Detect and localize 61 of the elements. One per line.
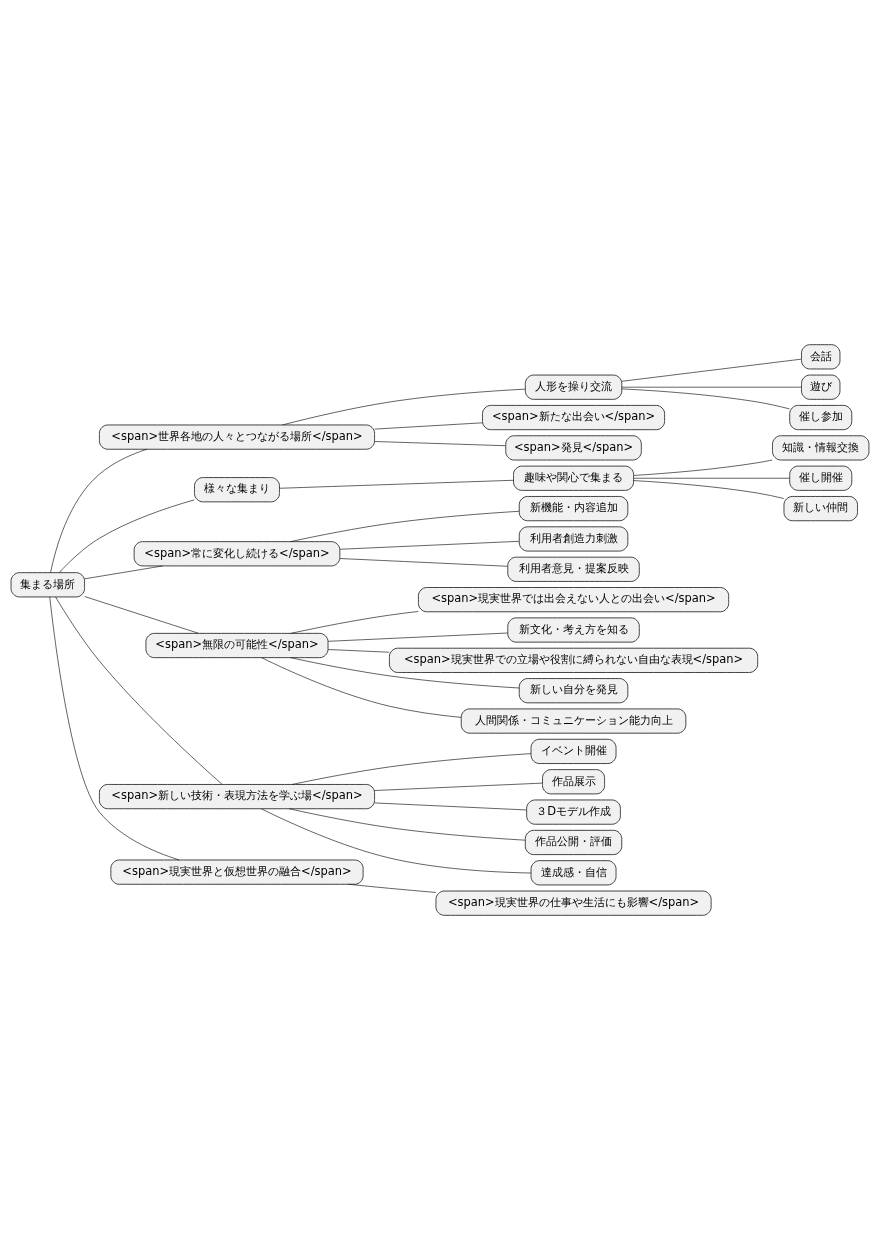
node-box: 催し開催 xyxy=(789,465,853,491)
connector xyxy=(633,459,773,476)
node-box: 新文化・考え方を知る xyxy=(507,616,640,643)
node-box: 達成感・自信 xyxy=(530,859,617,885)
connector xyxy=(55,596,223,785)
node-box: <span>現実世界の仕事や生活にも影響</span> xyxy=(435,890,712,916)
node-box: ３Dモデル作成 xyxy=(526,799,621,825)
connector xyxy=(261,808,532,873)
node-box: 知識・情報交換 xyxy=(772,434,870,460)
connector xyxy=(339,557,509,567)
connector xyxy=(374,802,527,810)
connector xyxy=(339,540,520,550)
connector xyxy=(58,499,195,573)
connector xyxy=(374,782,543,791)
connector xyxy=(84,565,163,579)
connector xyxy=(348,883,437,893)
connector xyxy=(291,752,532,785)
connector xyxy=(374,440,506,446)
connector xyxy=(261,656,462,718)
connector xyxy=(621,388,790,409)
connector xyxy=(50,448,148,573)
connector xyxy=(633,477,790,479)
connector xyxy=(290,510,520,542)
node-box: 人間関係・コミュニケーション能力向上 xyxy=(460,708,687,734)
node-box: 人形を操り交流 xyxy=(524,374,623,400)
node-box: 新しい自分を発見 xyxy=(518,677,629,703)
connector xyxy=(49,596,180,860)
node-box: <span>発見</span> xyxy=(505,434,642,460)
connector xyxy=(290,656,520,688)
connector xyxy=(327,632,509,642)
node-box: 利用者創造力刺激 xyxy=(518,525,629,551)
node-box: 様々な集まり xyxy=(194,476,280,502)
node-box: 作品展示 xyxy=(542,768,605,794)
node-box: 新機能・内容追加 xyxy=(518,495,629,521)
connector xyxy=(633,479,784,499)
node-box: 作品公開・評価 xyxy=(524,829,623,855)
node-box: 会話 xyxy=(801,343,841,369)
node-box: 新しい仲間 xyxy=(783,495,858,521)
node-box: 遊び xyxy=(801,374,841,400)
connector xyxy=(288,807,526,841)
connector xyxy=(327,648,390,653)
node-box: <span>常に変化し続ける</span> xyxy=(133,540,341,566)
node-box: 催し参加 xyxy=(789,404,853,430)
node-box: <span>現実世界と仮想世界の融合</span> xyxy=(110,859,364,885)
node-box: <span>無限の可能性</span> xyxy=(145,632,329,658)
connector xyxy=(279,479,514,489)
connector xyxy=(282,388,526,425)
connector xyxy=(374,422,483,429)
node-box: <span>新たな出会い</span> xyxy=(482,404,665,430)
connector xyxy=(84,595,199,634)
node-box: 利用者意見・提案反映 xyxy=(507,556,640,582)
connector xyxy=(621,386,802,388)
node-box: <span>新しい技術・表現方法を学ぶ場</span> xyxy=(99,783,375,809)
node-box: イベント開催 xyxy=(530,738,617,764)
node-box: 集まる場所 xyxy=(10,571,85,597)
connector xyxy=(290,610,419,634)
node-box: 趣味や関心で集まる xyxy=(513,465,634,491)
node-box: <span>現実世界での立場や役割に縛られない自由な表現</span> xyxy=(389,647,759,673)
node-box: <span>世界各地の人々とつながる場所</span> xyxy=(99,424,375,450)
connector xyxy=(621,358,802,382)
node-box: <span>現実世界では出会えない人との出会い</span> xyxy=(418,586,730,612)
